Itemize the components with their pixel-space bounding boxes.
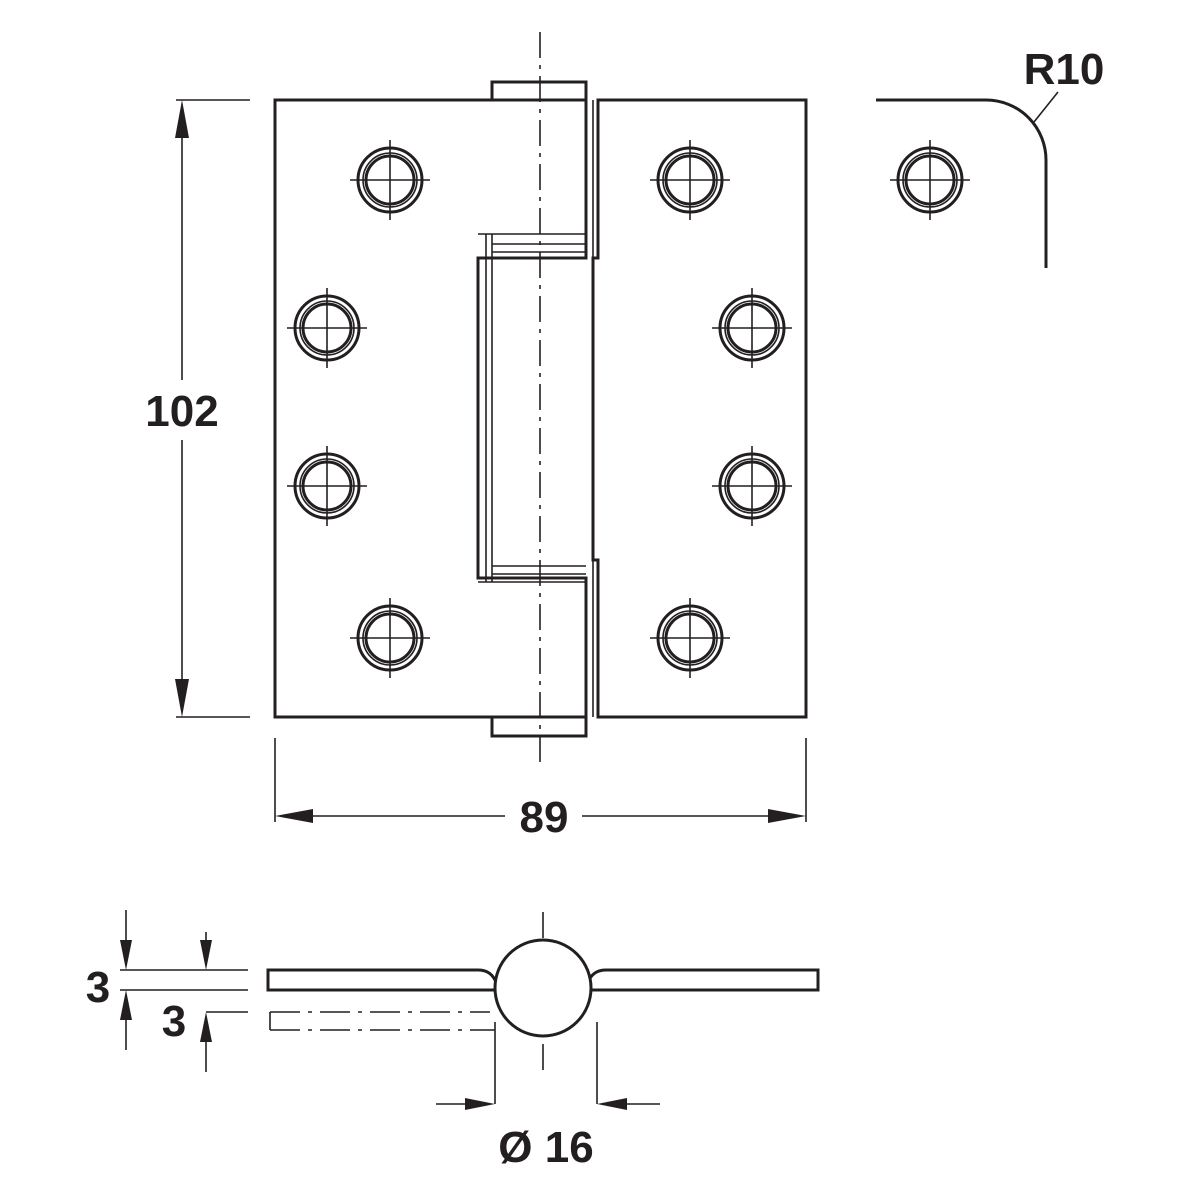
corner-screw-hole <box>890 140 970 220</box>
screw-hole <box>650 140 730 220</box>
left-leaf-upper-step <box>478 233 586 253</box>
height-dimension: 102 <box>145 99 250 718</box>
screw-hole <box>287 446 367 526</box>
left-leaf-lower-step <box>478 565 586 583</box>
rounded-corner-outline <box>876 98 1048 268</box>
thickness-arrow-top <box>120 940 132 970</box>
side-knuckle <box>493 938 593 1038</box>
hinge-front-view <box>273 32 808 762</box>
height-label: 102 <box>145 387 218 436</box>
screw-hole <box>350 598 430 678</box>
corner-radius-detail: R10 <box>876 45 1104 268</box>
height-arrow-bottom <box>175 679 189 717</box>
screw-hole <box>350 140 430 220</box>
screw-hole <box>287 288 367 368</box>
width-label: 89 <box>520 793 569 842</box>
thickness-arrow-bottom <box>120 990 132 1020</box>
radius-leader <box>1033 91 1059 123</box>
hinge-side-view: 3 3 Ø 16 <box>86 910 820 1172</box>
screw-hole <box>712 446 792 526</box>
side-hidden-leaf <box>269 1011 495 1031</box>
width-arrow-left <box>275 809 313 823</box>
thickness-label-top: 3 <box>86 963 110 1012</box>
width-arrow-right <box>768 809 806 823</box>
screw-hole <box>890 140 970 220</box>
thickness2-arrow-bottom <box>200 1012 212 1042</box>
screw-hole <box>650 598 730 678</box>
thickness-label-bottom: 3 <box>162 997 186 1046</box>
thickness2-arrow-top <box>200 940 212 970</box>
left-leaf <box>273 98 588 719</box>
side-right-leaf <box>581 968 820 992</box>
height-arrow-top <box>175 100 189 138</box>
screw-holes <box>287 140 792 678</box>
corner-radius-label: R10 <box>1024 45 1105 94</box>
width-dimension: 89 <box>274 738 807 842</box>
right-leaf <box>591 98 808 719</box>
diameter-arrow-left <box>465 1098 495 1110</box>
side-left-leaf <box>266 968 503 992</box>
screw-hole <box>712 288 792 368</box>
diameter-label: Ø 16 <box>498 1123 593 1172</box>
diameter-arrow-right <box>597 1098 627 1110</box>
